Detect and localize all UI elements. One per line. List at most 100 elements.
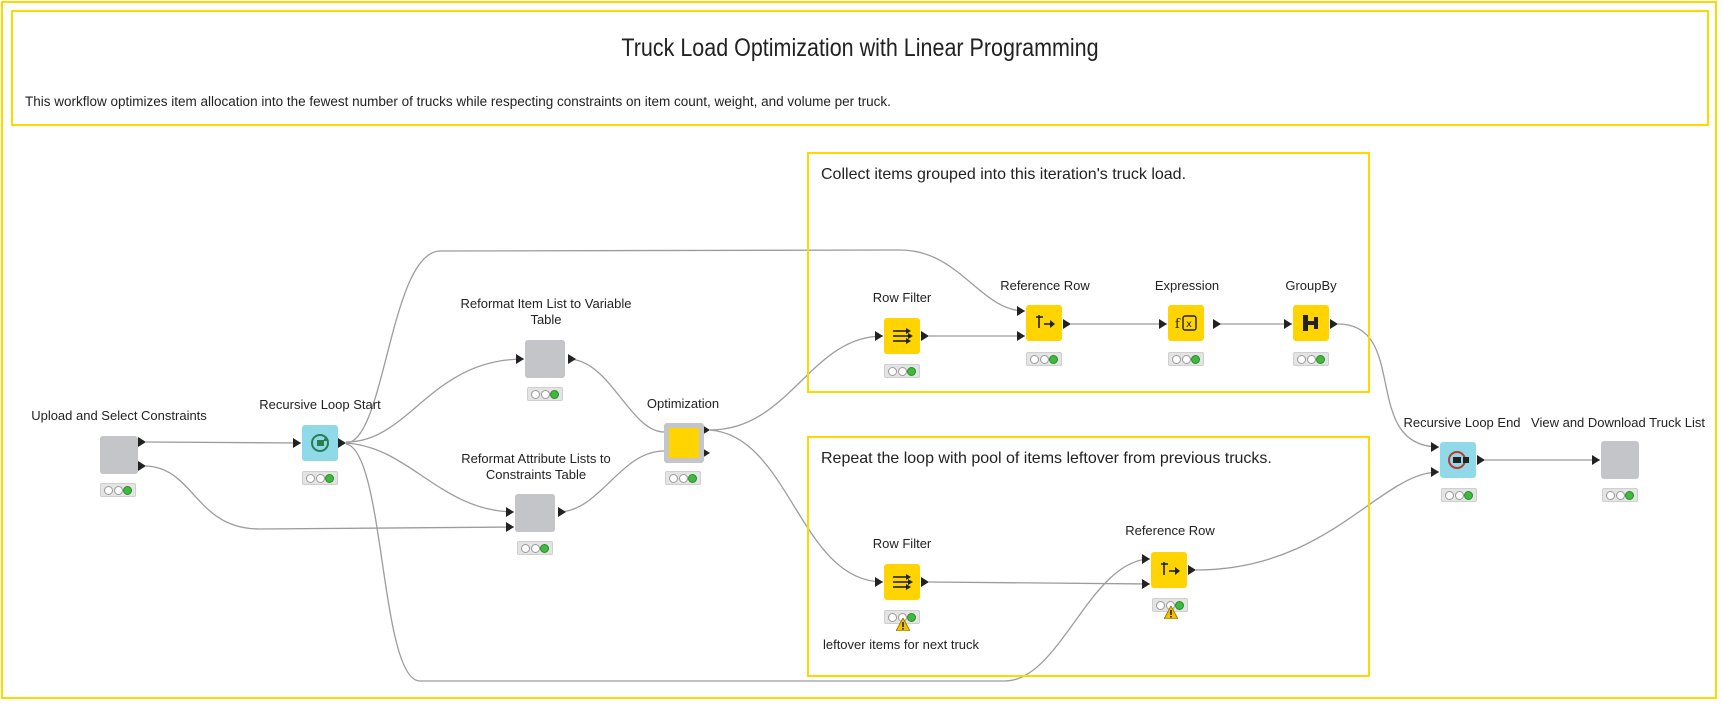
node-groupby[interactable] [1293,305,1329,341]
port-refbottom-in1[interactable] [1142,554,1150,564]
node-ref-row-top[interactable] [1026,305,1062,341]
connection-reformat-attr-opt[interactable] [557,450,665,513]
node-label-expression: Expression [1154,278,1220,293]
collect-annotation[interactable]: Collect items grouped into this iteratio… [807,152,1370,393]
node-status-reformat-attr [517,541,553,555]
port-groupby-out[interactable] [1330,319,1338,329]
connection-loopstart-reftop[interactable] [345,249,1026,444]
port-reformat-attr-out[interactable] [558,507,566,517]
node-reformat-item[interactable] [525,340,565,378]
node-ref-row-bottom[interactable] [1151,552,1187,588]
node-row-filter-bottom[interactable] [884,564,920,600]
port-loopstart-out1[interactable] [338,438,346,448]
groupby-icon [1303,315,1318,331]
node-upload[interactable] [100,436,138,474]
node-status-groupby [1293,352,1329,366]
connection-opt-rowfilter-top[interactable] [709,335,884,431]
port-expression-in[interactable] [1159,319,1167,329]
port-groupby-in[interactable] [1284,319,1292,329]
workflow-description: This workflow optimizes item allocation … [25,94,891,109]
svg-text:x: x [1186,319,1192,330]
metanode-icon [669,428,699,458]
node-optimization[interactable] [664,423,704,463]
node-expression[interactable]: f x [1168,305,1204,341]
node-label-loop-start: Recursive Loop Start [259,397,381,412]
port-rowfilter-top-in[interactable] [875,331,883,341]
port-loopstart-in1[interactable] [293,438,301,448]
node-label-ref-row-bottom: Reference Row [1125,523,1215,538]
connection-upload-loopstart[interactable] [145,441,302,444]
port-reformat-attr-in1[interactable] [506,507,514,517]
node-status-reformat-item [527,387,563,401]
node-status-upload [100,483,136,497]
node-label-reformat-item: Reformat Item List to Variable Table [460,296,632,327]
workflow-title: Truck Load Optimization with Linear Prog… [621,34,1099,62]
node-note-row-filter-bottom: leftover items for next truck [822,637,980,652]
port-reformat-item-out[interactable] [568,354,576,364]
port-rowfilter-bottom-in[interactable] [875,577,883,587]
port-reftop-in1[interactable] [1017,306,1025,316]
node-loop-start[interactable] [302,425,338,461]
port-refbottom-out[interactable] [1188,565,1196,575]
connection-rowfilter-bottom-refbottom[interactable] [928,581,1151,585]
row-filter-icon [893,574,913,590]
node-status-row-filter-top [884,364,920,378]
port-reftop-out[interactable] [1063,319,1071,329]
connection-loopstart-refbottom[interactable] [345,443,1151,682]
port-upload-out2[interactable] [138,461,146,471]
node-loop-end[interactable] [1440,442,1476,478]
port-opt-out1[interactable] [702,425,710,435]
connection-loopstart-reformat-item[interactable] [345,358,525,443]
node-label-view: View and Download Truck List [1531,415,1705,430]
reference-row-icon [1036,315,1055,328]
port-opt-out2[interactable] [702,448,710,458]
connection-upload-reformat-attr[interactable] [145,465,515,530]
repeat-annotation[interactable]: Repeat the loop with pool of items lefto… [807,436,1370,677]
connection-groupby-loopend[interactable] [1337,323,1440,448]
node-status-ref-row-bottom [1152,598,1188,612]
reference-row-icon [1161,562,1180,575]
node-status-loop-start [302,471,338,485]
node-label-groupby: GroupBy [1285,278,1337,293]
node-label-ref-row-top: Reference Row [1000,278,1090,293]
svg-text:f: f [1175,317,1181,332]
port-loopend-in1[interactable] [1431,442,1439,452]
port-reformat-attr-in2[interactable] [506,522,514,532]
port-expression-out[interactable] [1213,319,1221,329]
node-label-row-filter-bottom: Row Filter [872,536,932,551]
port-loopend-out[interactable] [1477,455,1485,465]
port-rowfilter-top-out[interactable] [921,331,929,341]
port-reftop-in2[interactable] [1017,331,1025,341]
port-loopend-in2[interactable] [1431,467,1439,477]
node-reformat-attr[interactable] [515,494,555,532]
row-filter-icon [893,328,913,344]
connection-opt-rowfilter-bottom[interactable] [709,429,884,583]
connection-loopstart-reformat-attr[interactable] [345,442,515,513]
node-status-loop-end [1441,488,1477,502]
node-status-view [1602,488,1638,502]
node-label-optimization: Optimization [646,396,720,411]
title-annotation[interactable]: Truck Load Optimization with Linear Prog… [11,10,1709,126]
node-view[interactable] [1601,441,1639,479]
port-refbottom-in2[interactable] [1142,579,1150,589]
port-rowfilter-bottom-out[interactable] [921,577,929,587]
warning-icon [896,618,910,631]
loop-start-icon [311,434,329,452]
node-status-expression [1168,352,1204,366]
repeat-annotation-text: Repeat the loop with pool of items lefto… [821,450,1272,467]
port-view-in[interactable] [1592,455,1600,465]
node-label-upload: Upload and Select Constraints [31,408,207,423]
node-label-row-filter-top: Row Filter [872,290,932,305]
node-label-reformat-attr: Reformat Attribute Lists to Constraints … [461,451,611,482]
port-upload-out1[interactable] [138,437,146,447]
loop-end-icon [1448,451,1469,469]
connection-reformat-item-opt[interactable] [567,358,665,433]
collect-annotation-text: Collect items grouped into this iteratio… [821,166,1187,183]
connection-refbottom-loopend[interactable] [1195,471,1440,571]
port-reformat-item-in[interactable] [516,354,524,364]
node-status-optimization [665,471,701,485]
node-row-filter-top[interactable] [884,318,920,354]
